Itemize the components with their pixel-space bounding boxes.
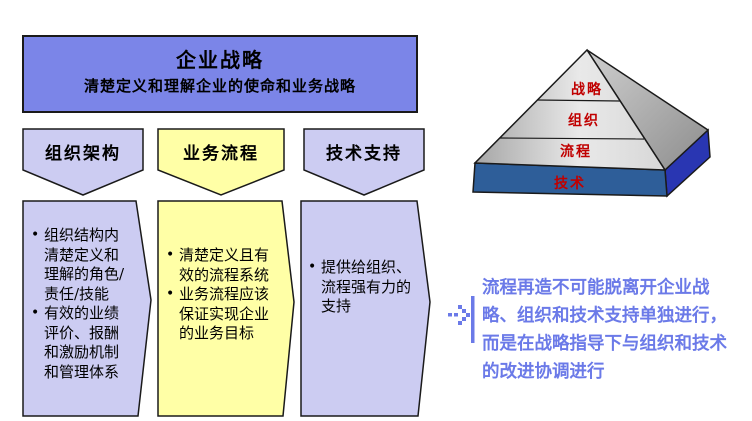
strategy-subtitle: 清楚定义和理解企业的使命和业务战略 [83, 77, 356, 95]
strategy-title: 企业战略 [176, 48, 264, 72]
pyramid-graphic [472, 48, 711, 198]
column-header-organization: 组织架构 [45, 143, 121, 164]
bullet-text: 组织结构内清楚定义和理解的角色/责任/技能 [44, 226, 125, 303]
note-text: 流程再造不可能脱离开企业战略、组织和技术支持单独进行，而是在战略指导下与组织和技… [482, 278, 727, 382]
pyramid-divider-line [536, 99, 621, 102]
dotted-arrow-bar-icon [448, 296, 475, 343]
column-header-process: 业务流程 [183, 143, 259, 164]
strategy-box: 企业战略 清楚定义和理解企业的使命和业务战略 [22, 35, 418, 113]
column-header-technology: 技术支持 [326, 143, 402, 164]
pyramid-front-face [473, 48, 667, 171]
bullet-item: 有效的业绩评价、报酬和激励机制和管理体系 [31, 304, 127, 382]
bullet-text: 清楚定义且有效的流程系统 [179, 246, 270, 284]
pyramid-layer-label-strategy: 战略 [571, 82, 603, 98]
pyramid-layer-label-process: 流程 [560, 144, 592, 160]
bullet-item: 清楚定义且有效的流程系统 [166, 246, 274, 285]
column-bullets-process: 清楚定义且有效的流程系统 业务流程应该保证实现企业的业务目标 [166, 246, 274, 344]
bullet-item: 提供给组织、流程强有力的支持 [308, 258, 416, 317]
bullet-text: 提供给组织、流程强有力的支持 [321, 258, 412, 315]
bullet-item: 业务流程应该保证实现企业的业务目标 [166, 285, 274, 344]
banner-shape-organization [22, 128, 144, 196]
column-bullets-organization: 组织结构内清楚定义和理解的角色/责任/技能 有效的业绩评价、报酬和激励机制和管理… [31, 226, 127, 382]
bullet-text: 有效的业绩评价、报酬和激励机制和管理体系 [44, 304, 120, 381]
pyramid-layer-label-organization: 组织 [568, 113, 600, 129]
banner-shape-process [157, 128, 285, 196]
pyramid-layer-label-technology: 技术 [554, 176, 586, 192]
pyramid-divider-line [499, 137, 645, 140]
column-bullets-technology: 提供给组织、流程强有力的支持 [308, 258, 416, 317]
bullet-text: 业务流程应该保证实现企业的业务目标 [179, 285, 270, 342]
bullet-item: 组织结构内清楚定义和理解的角色/责任/技能 [31, 226, 127, 304]
banner-shape-technology [303, 128, 425, 196]
